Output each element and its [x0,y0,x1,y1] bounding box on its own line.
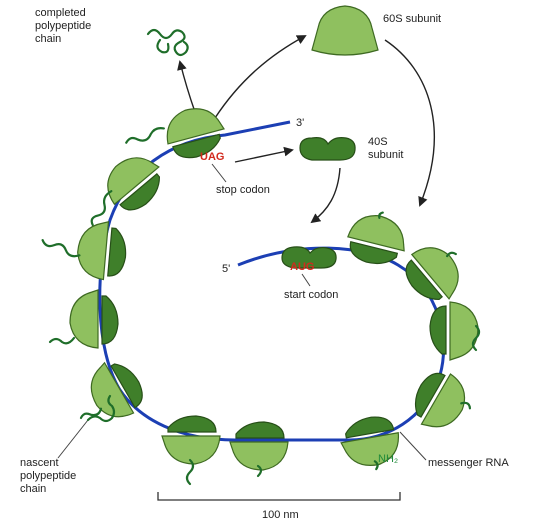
ribosome-3 [50,290,118,348]
scale-bar-label: 100 nm [262,509,299,521]
ribosome-10 [396,233,475,312]
nascent-chain-label: nascent polypeptide chain [20,457,79,495]
messenger-rna-label: messenger RNA [428,457,509,469]
ribosome-4 [63,353,151,437]
messenger-rna-leader [400,432,426,460]
recycle-arrow-60s [385,40,434,205]
completed-chain-icon [148,30,188,55]
three-prime-label: 3' [296,117,304,129]
recycle-arrow-40s [312,168,340,222]
release-arrow-60s [215,36,305,118]
five-prime-label: 5' [222,263,230,275]
ribosome-11 [343,206,412,270]
start-codon-leader [302,274,310,286]
release-arrow-40s [235,150,292,162]
nh2-label: NH₂ [378,453,398,465]
completed-chain-label: completed polypeptide chain [35,7,94,45]
ribosome-8 [404,364,480,441]
ribosome-9 [430,302,479,360]
ribosome-7 [338,413,404,474]
stop-codon-label: stop codon [216,184,270,196]
subunit-40s-label: 40S subunit [368,136,403,161]
ribosome-2 [40,216,129,281]
subunit-60s-label: 60S subunit [383,13,441,25]
ribosome-5 [162,416,220,484]
ribosome-6 [230,422,288,476]
start-codon-label: start codon [284,289,338,301]
release-arrow-chain [180,62,195,112]
nascent-chain-leader [58,420,88,458]
start-codon-sequence: AUG [290,261,314,273]
stop-codon-sequence: UAG [200,151,224,163]
scale-bar [158,492,400,500]
stop-codon-leader [212,164,226,182]
subunit-40s-icon [300,138,355,160]
subunit-60s-icon [312,6,378,55]
